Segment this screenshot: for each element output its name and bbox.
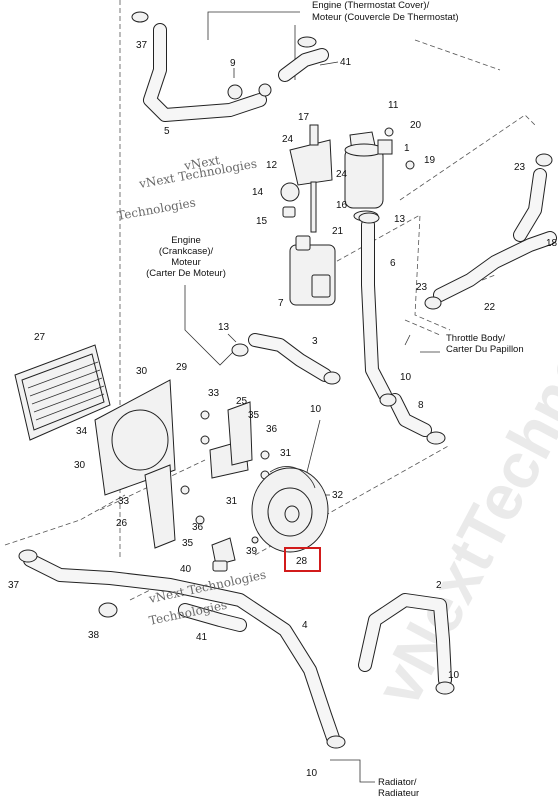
bracket-assembly [144, 401, 324, 572]
callout-13-upper: 13 [394, 214, 406, 225]
callout-8: 8 [418, 400, 424, 411]
callout-17: 17 [298, 112, 310, 123]
hose-clamps [18, 11, 553, 749]
callout-39: 39 [246, 546, 258, 557]
callout-10-mid: 10 [310, 404, 322, 415]
hoses [23, 23, 557, 745]
callout-24-upper: 24 [282, 134, 294, 145]
callout-33-lower: 33 [118, 496, 130, 507]
callout-20: 20 [410, 120, 422, 131]
callout-34: 34 [76, 426, 88, 437]
callout-37-top: 37 [136, 40, 148, 51]
upper-fittings [227, 83, 415, 233]
callout-33-upper: 33 [208, 388, 220, 399]
callout-24-lower: 24 [336, 169, 348, 180]
callout-7: 7 [278, 298, 284, 309]
callout-35-upper: 35 [248, 410, 260, 421]
coolant-tank [289, 235, 336, 306]
thermostat-housing [344, 131, 393, 222]
callout-30-upper: 30 [136, 366, 148, 377]
callout-37-bottom: 37 [8, 580, 20, 591]
callout-22: 22 [484, 302, 496, 313]
callout-19: 19 [424, 155, 436, 166]
captions: Engine (Thermostat Cover)/ Moteur (Couve… [146, 0, 523, 799]
callout-13-left: 13 [218, 322, 230, 333]
callout-9: 9 [230, 58, 236, 69]
callout-29: 29 [176, 362, 188, 373]
watermark-line-3: Technologies [116, 195, 197, 223]
callout-3: 3 [312, 336, 318, 347]
callout-10-right: 10 [400, 372, 412, 383]
radiator [14, 344, 176, 496]
caption-thermostat-en: Engine (Thermostat Cover)/ [312, 0, 430, 11]
callout-10-bottom: 10 [306, 768, 318, 779]
callout-27: 27 [34, 332, 46, 343]
caption-throttle-1: Throttle Body/ [446, 333, 505, 344]
callout-38: 38 [88, 630, 100, 641]
water-pump [251, 466, 329, 553]
highlight-box-28 [284, 547, 321, 572]
callout-41-bottom: 41 [196, 632, 208, 643]
callout-28: 28 [296, 556, 308, 567]
callout-1: 1 [404, 143, 410, 154]
callout-6: 6 [390, 258, 396, 269]
callout-16: 16 [336, 200, 348, 211]
caption-crankcase-4: (Carter De Moteur) [146, 268, 226, 279]
callout-10-lower-right: 10 [448, 670, 460, 681]
callout-31-upper: 31 [280, 448, 292, 459]
caption-thermostat-fr: Moteur (Couvercle De Thermostat) [312, 12, 459, 23]
callout-21: 21 [332, 226, 344, 237]
callout-12: 12 [266, 160, 278, 171]
callout-36-upper: 36 [266, 424, 278, 435]
callout-4: 4 [302, 620, 308, 631]
callout-15: 15 [256, 216, 268, 227]
callout-40: 40 [180, 564, 192, 575]
callout-41-top: 41 [340, 57, 352, 68]
callout-36-lower: 36 [192, 522, 204, 533]
caption-crankcase-1: Engine [171, 235, 201, 246]
callout-25: 25 [236, 396, 248, 407]
callout-23-mid: 23 [416, 282, 428, 293]
callout-31-lower: 31 [226, 496, 238, 507]
callout-18: 18 [546, 238, 558, 249]
watermark-texts: vNext vNext Technologies Technologies vN… [116, 153, 267, 628]
callout-2: 2 [436, 580, 442, 591]
caption-radiator-2: Radiateur [378, 788, 419, 799]
callout-14: 14 [252, 187, 264, 198]
callout-32: 32 [332, 490, 344, 501]
caption-radiator-1: Radiator/ [378, 777, 417, 788]
callout-35-lower: 35 [182, 538, 194, 549]
caption-crankcase-3: Moteur [171, 257, 201, 268]
callout-26: 26 [116, 518, 128, 529]
callout-numbers: 37 9 41 5 17 11 20 24 1 19 12 24 23 14 1… [8, 40, 558, 779]
caption-crankcase-2: (Crankcase)/ [159, 246, 214, 257]
watermark-line-1: vNext [182, 153, 221, 173]
callout-23-right: 23 [514, 162, 526, 173]
callout-30-lower: 30 [74, 460, 86, 471]
caption-throttle-2: Carter Du Papillon [446, 344, 524, 355]
callout-11: 11 [388, 100, 399, 111]
callout-5: 5 [164, 126, 170, 137]
leader-lines [184, 11, 440, 783]
